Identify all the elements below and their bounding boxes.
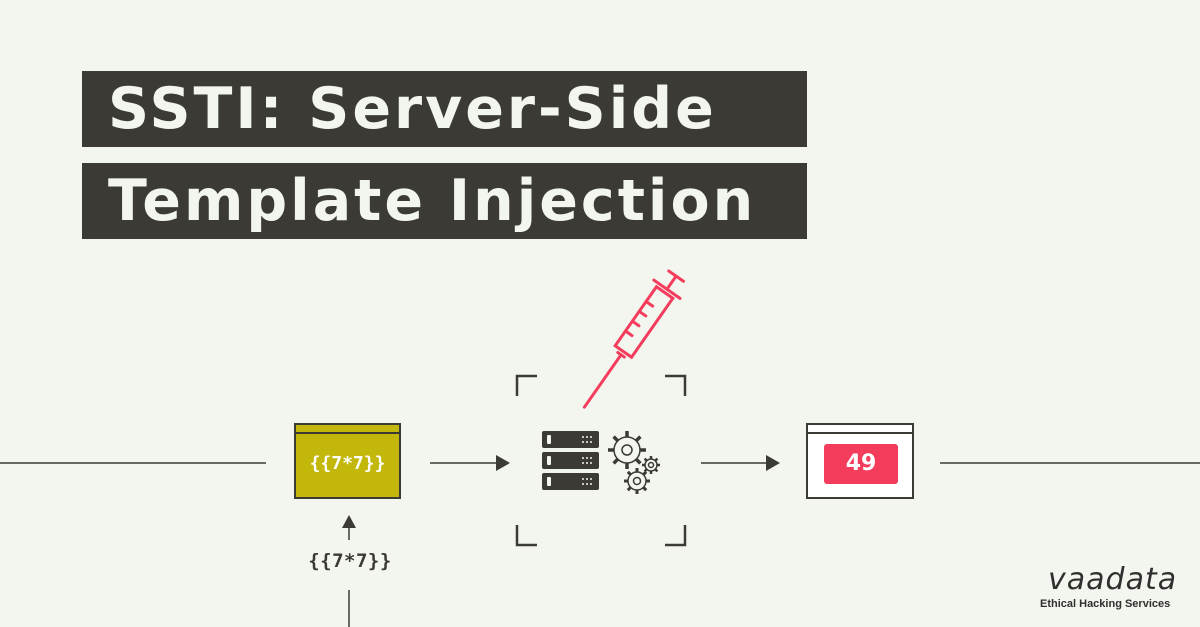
- template-window-titlebar: [296, 425, 399, 434]
- arrow-to-server-icon: [496, 455, 510, 471]
- focus-brackets-icon: [515, 374, 687, 547]
- title-text-1: SSTI: Server-Side: [108, 76, 717, 142]
- title-text-2: Template Injection: [108, 168, 757, 234]
- gears-icon: [608, 431, 660, 494]
- template-expression: {{7*7}}: [309, 453, 386, 474]
- syringe-icon: [582, 269, 685, 409]
- brand-logo-block: vaadata Ethical Hacking Services: [1040, 562, 1180, 611]
- payload-input-label: {{7*7}}: [308, 550, 392, 572]
- server-rack-icon: [542, 431, 599, 490]
- result-window-titlebar: [808, 425, 912, 434]
- arrow-up-icon: [342, 515, 356, 528]
- arrow-to-result-icon: [766, 455, 780, 471]
- template-window: {{7*7}}: [294, 423, 401, 499]
- result-value: 49: [824, 444, 898, 484]
- title-line-1: SSTI: Server-Side: [82, 71, 807, 147]
- brand-tagline: Ethical Hacking Services: [1040, 598, 1171, 610]
- title-line-2: Template Injection: [82, 163, 807, 239]
- brand-logo: vaadata: [1048, 562, 1178, 597]
- result-window: 49: [806, 423, 914, 499]
